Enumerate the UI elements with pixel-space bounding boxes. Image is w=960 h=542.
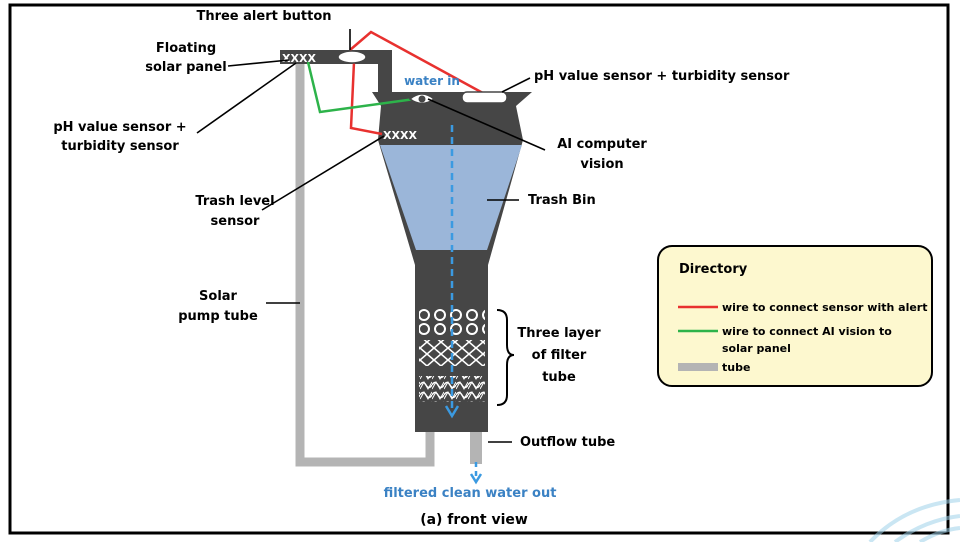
eye-icon [408,93,436,105]
trash-sensor-marks: XXXX [383,129,417,142]
label-solar-pump-1: Solar [199,289,238,304]
legend-tube-swatch [678,363,718,371]
label-trash-level-2: sensor [211,214,260,229]
label-ai-vision-2: vision [580,157,623,172]
legend-item-green-1: wire to connect AI vision to [722,325,892,338]
connector-pole [378,50,392,96]
corner-waves [868,498,960,542]
legend-item-red: wire to connect sensor with alert [722,301,928,314]
label-ph-sensor-top: pH value sensor + turbidity sensor [534,69,790,84]
label-trash-level-1: Trash level [195,194,274,209]
filter-brace [496,309,515,406]
leader-lines [196,29,546,443]
label-three-alert-button: Three alert button [196,9,331,24]
label-water-in: water in [404,74,460,88]
legend-box [657,245,933,387]
label-filter-3: tube [542,370,576,385]
top-ph-sensor [461,91,508,104]
directory-legend: Directory wire to connect sensor with al… [657,245,933,387]
label-trash-bin: Trash Bin [528,193,596,208]
red-wire-alert-to-trash-sensor [349,61,383,136]
label-ai-vision-1: AI computer [557,137,647,152]
label-floating-solar-panel-1: Floating [156,41,216,56]
label-filter-1: Three layer [517,326,601,341]
label-caption: (a) front view [420,512,528,528]
red-wire-alert-to-sensor [349,30,493,100]
label-solar-pump-2: pump tube [178,309,258,324]
label-floating-solar-panel-2: solar panel [145,60,226,75]
legend-item-tube: tube [722,361,750,374]
legend-title: Directory [679,262,748,277]
label-filter-2: of filter [532,348,587,363]
label-ph-sensor-left-1: pH value sensor + [53,120,186,135]
outflow-tube [470,428,482,464]
outflow-arrow-head [469,473,483,485]
panel-marks: XXXX [282,52,316,65]
legend-item-green-2: solar panel [722,342,791,355]
label-filtered-out: filtered clean water out [384,486,557,501]
label-outflow-tube: Outflow tube [520,435,615,450]
three-alert-button [337,50,367,64]
label-ph-sensor-left-2: turbidity sensor [61,139,179,154]
solar-pump-tube [295,60,435,467]
flow-arrow-head [444,405,460,419]
outer-frame [8,3,950,535]
green-wire-vision-to-panel [306,61,423,114]
